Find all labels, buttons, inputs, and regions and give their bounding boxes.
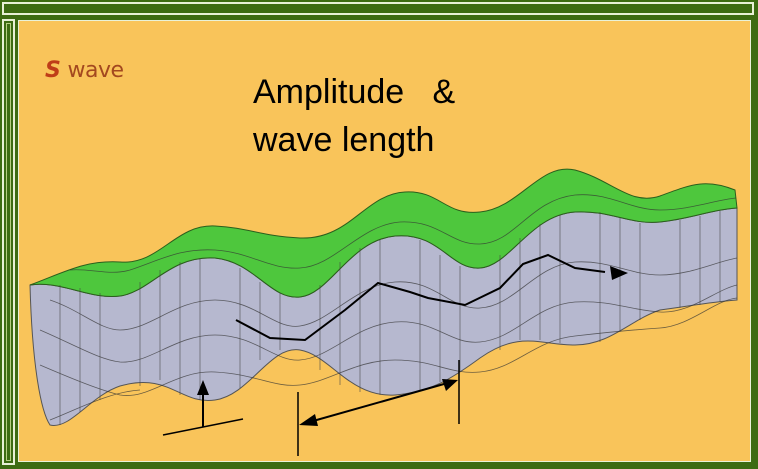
wavelength-arrow <box>305 381 452 424</box>
propagation-path <box>235 253 606 342</box>
annotations <box>162 253 628 456</box>
top-surface <box>29 168 738 298</box>
surface-mesh <box>39 194 738 421</box>
wavelength-arrowhead-right <box>442 379 458 391</box>
s-wave-label: S wave <box>45 58 124 83</box>
mesh-verticals <box>59 211 721 425</box>
s-wave-label-prefix: S <box>45 58 61 83</box>
diagram-title: Amplitude & wave length <box>253 68 455 164</box>
frame-top-border <box>2 2 754 15</box>
wave-block <box>29 168 738 426</box>
wavelength-arrowhead-left <box>299 414 318 426</box>
s-wave-label-rest: wave <box>67 58 125 83</box>
propagation-arrowhead <box>610 266 628 280</box>
side-surface <box>29 207 738 426</box>
amplitude-arrowhead <box>197 380 209 395</box>
title-line-1: Amplitude & <box>253 73 456 111</box>
title-line-2: wave length <box>253 121 435 159</box>
frame-left-border <box>2 19 15 465</box>
